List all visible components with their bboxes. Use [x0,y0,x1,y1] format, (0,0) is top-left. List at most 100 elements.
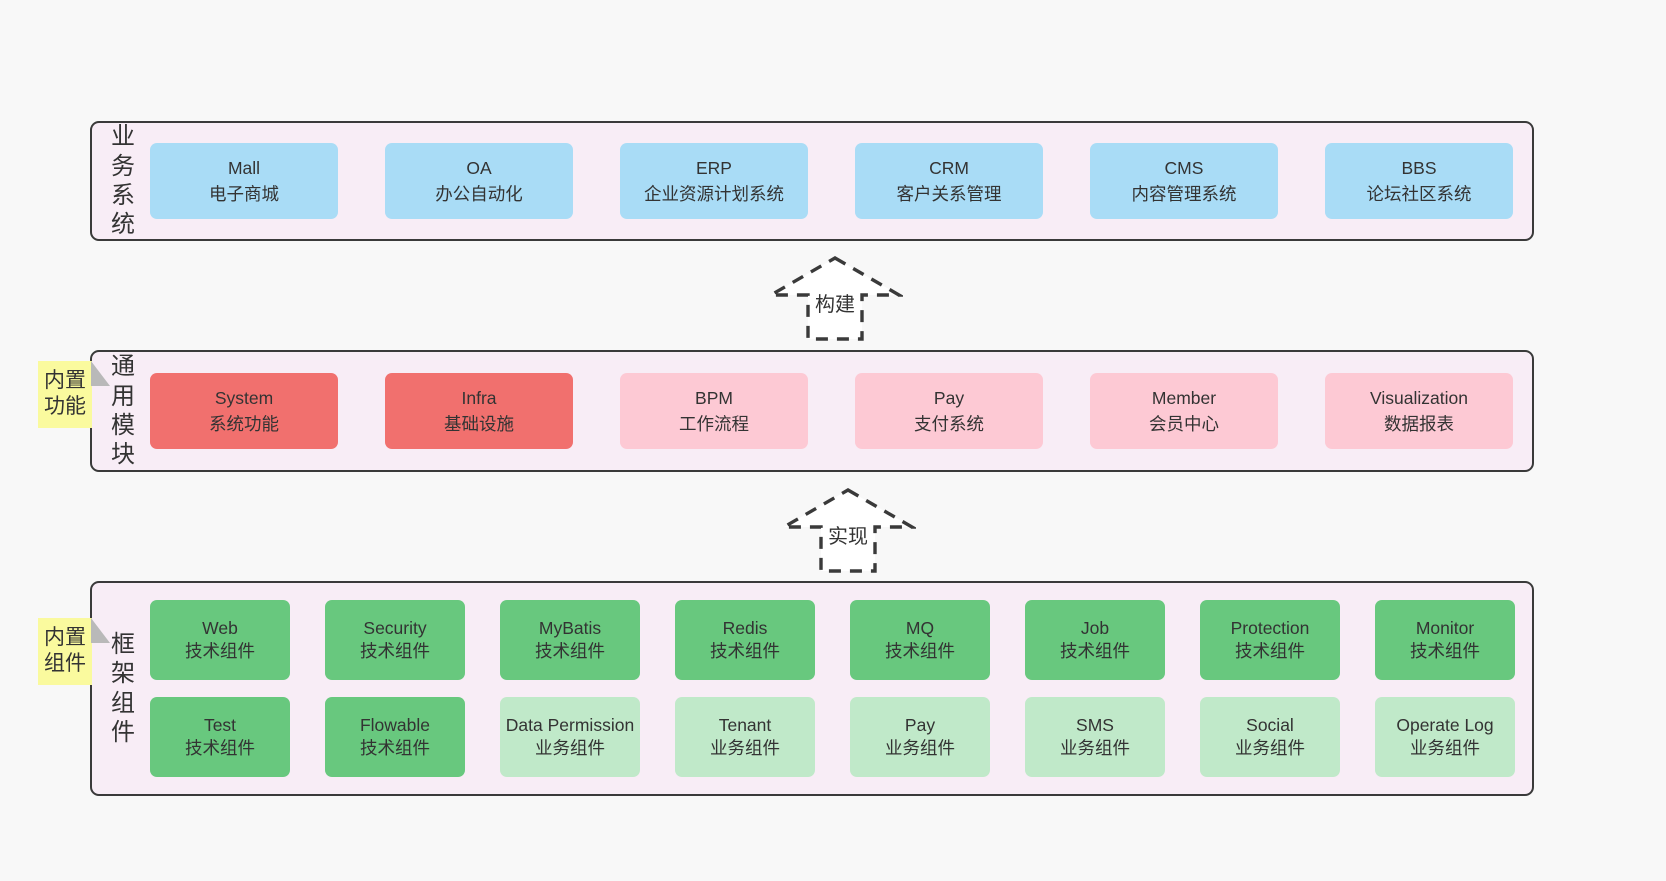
box-desc-label: 电子商城 [209,184,279,204]
box-name-label: CMS [1164,157,1204,178]
sticky-label: 内置组件 [44,626,86,676]
box-sms: SMS 业务组件 [1025,697,1165,777]
box-pay: Pay 支付系统 [855,373,1043,449]
box-infra: Infra 基础设施 [385,373,573,449]
box-desc-label: 技术组件 [885,641,955,661]
box-operate-log: Operate Log 业务组件 [1375,697,1515,777]
panel-side-label: 通用模块 [111,353,135,469]
sticky-note-builtin-features: 内置功能 [38,361,110,428]
box-bpm: BPM 工作流程 [620,373,808,449]
box-member: Member 会员中心 [1090,373,1278,449]
box-cms: CMS 内容管理系统 [1090,143,1278,219]
box-erp: ERP 企业资源计划系统 [620,143,808,219]
box-name-label: MyBatis [538,617,602,638]
box-social: Social 业务组件 [1200,697,1340,777]
box-name-label: System [214,387,274,408]
box-name-label: Visualization [1370,387,1468,408]
box-name-label: SMS [1076,714,1114,735]
panel-framework-components: 框架组件 Web 技术组件 Security 技术组件 MyBatis 技术组件… [90,581,1534,796]
box-desc-label: 会员中心 [1149,414,1219,434]
box-data-permission: Data Permission 业务组件 [500,697,640,777]
box-desc-label: 客户关系管理 [896,184,1002,204]
panel-common-modules: 通用模块 System 系统功能 Infra 基础设施 BPM 工作流程 Pay… [90,350,1534,472]
box-mall: Mall 电子商城 [150,143,338,219]
box-tenant: Tenant 业务组件 [675,697,815,777]
box-name-label: Infra [461,387,497,408]
box-desc-label: 技术组件 [1235,641,1305,661]
panel-side-label: 业务系统 [111,123,135,239]
box-name-label: Data Permission [505,714,635,735]
sticky-note-builtin-components: 内置组件 [38,618,110,685]
box-name-label: ERP [696,157,732,178]
box-desc-label: 技术组件 [710,641,780,661]
component-row-2: Test 技术组件 Flowable 技术组件 Data Permission … [150,697,1515,777]
box-name-label: CRM [929,157,969,178]
box-desc-label: 技术组件 [185,641,255,661]
box-name-label: Test [203,714,237,735]
box-desc-label: 技术组件 [360,641,430,661]
business-boxes: Mall 电子商城 OA 办公自动化 ERP 企业资源计划系统 CRM 客户关系… [150,143,1513,219]
box-name-label: OA [466,157,492,178]
box-desc-label: 技术组件 [185,738,255,758]
box-desc-label: 数据报表 [1384,414,1454,434]
box-name-label: Social [1246,714,1294,735]
box-test: Test 技术组件 [150,697,290,777]
box-system: System 系统功能 [150,373,338,449]
box-desc-label: 业务组件 [1410,738,1480,758]
arrow-implement-label: 实现 [825,520,871,549]
panel-side-label: 框架组件 [111,630,135,746]
box-desc-label: 业务组件 [1060,738,1130,758]
component-grid: Web 技术组件 Security 技术组件 MyBatis 技术组件 Redi… [150,600,1515,777]
box-bbs: BBS 论坛社区系统 [1325,143,1513,219]
box-desc-label: 支付系统 [914,414,984,434]
component-row-1: Web 技术组件 Security 技术组件 MyBatis 技术组件 Redi… [150,600,1515,680]
box-redis: Redis 技术组件 [675,600,815,680]
box-desc-label: 内容管理系统 [1131,184,1237,204]
box-name-label: Job [1080,617,1110,638]
up-arrow-build: 构建 [767,255,903,342]
box-name-label: Security [363,617,427,638]
box-flowable: Flowable 技术组件 [325,697,465,777]
box-visualization: Visualization 数据报表 [1325,373,1513,449]
sticky-label: 内置功能 [44,369,86,419]
panel-business-systems: 业务系统 Mall 电子商城 OA 办公自动化 ERP 企业资源计划系统 CRM… [90,121,1534,241]
box-web: Web 技术组件 [150,600,290,680]
box-name-label: Redis [722,617,768,638]
box-desc-label: 业务组件 [885,738,955,758]
box-desc-label: 工作流程 [679,414,749,434]
box-name-label: Flowable [359,714,431,735]
box-name-label: Pay [904,714,936,735]
box-desc-label: 业务组件 [1235,738,1305,758]
box-monitor: Monitor 技术组件 [1375,600,1515,680]
box-name-label: BBS [1401,157,1437,178]
arrow-build-label: 构建 [812,288,858,317]
box-name-label: Member [1151,387,1217,408]
box-desc-label: 论坛社区系统 [1366,184,1472,204]
box-desc-label: 企业资源计划系统 [644,184,784,204]
box-name-label: Protection [1230,617,1310,638]
box-name-label: Operate Log [1396,714,1494,735]
box-desc-label: 基础设施 [444,414,514,434]
box-name-label: Pay [933,387,965,408]
box-mybatis: MyBatis 技术组件 [500,600,640,680]
box-protection: Protection 技术组件 [1200,600,1340,680]
box-desc-label: 技术组件 [360,738,430,758]
box-desc-label: 办公自动化 [435,184,523,204]
box-desc-label: 系统功能 [209,414,279,434]
box-desc-label: 技术组件 [1060,641,1130,661]
box-job: Job 技术组件 [1025,600,1165,680]
box-name-label: Web [202,617,238,638]
box-oa: OA 办公自动化 [385,143,573,219]
box-security: Security 技术组件 [325,600,465,680]
box-crm: CRM 客户关系管理 [855,143,1043,219]
box-mq: MQ 技术组件 [850,600,990,680]
box-desc-label: 业务组件 [710,738,780,758]
up-arrow-implement: 实现 [780,487,916,574]
box-name-label: MQ [905,617,935,638]
module-boxes: System 系统功能 Infra 基础设施 BPM 工作流程 Pay 支付系统… [150,373,1513,449]
box-name-label: Monitor [1415,617,1475,638]
box-desc-label: 业务组件 [535,738,605,758]
box-name-label: Mall [227,157,261,178]
box-name-label: BPM [695,387,733,408]
